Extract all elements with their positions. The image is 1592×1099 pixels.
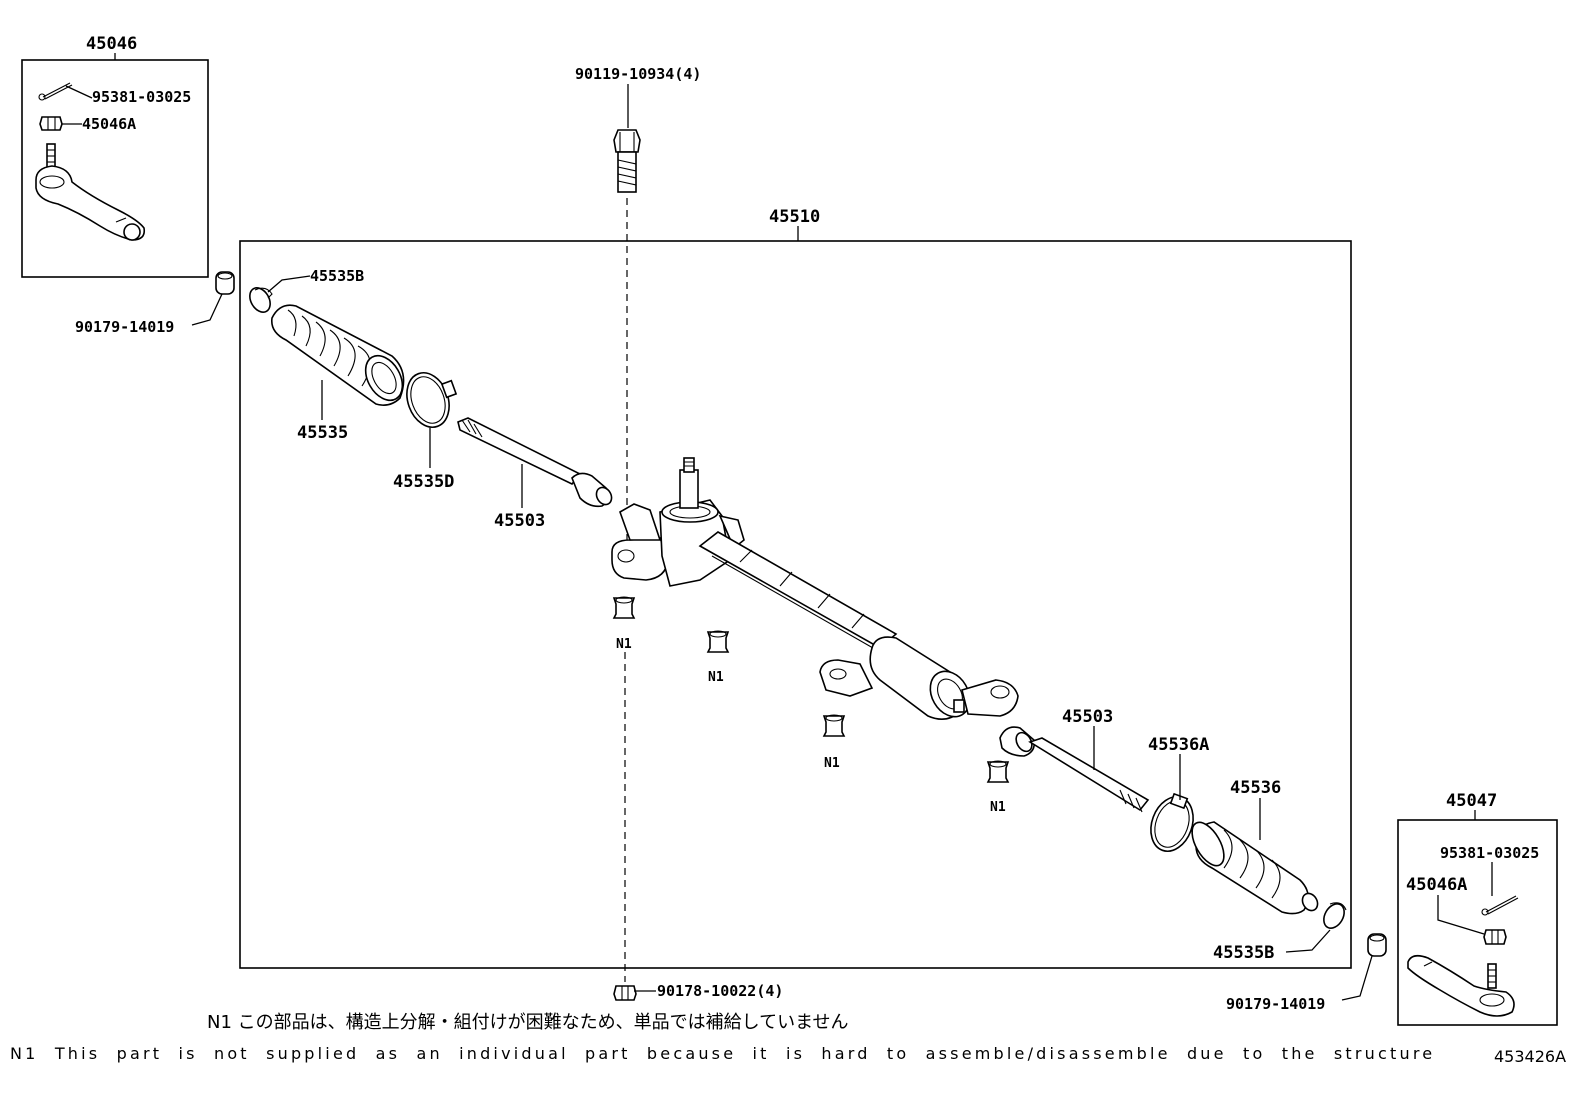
tie-rod-end-rh[interactable] — [1407, 954, 1515, 1017]
label-45503-rh: 45503 — [1062, 707, 1113, 727]
boot-clamp-lh[interactable] — [400, 367, 458, 433]
label-n1-1: N1 — [616, 637, 632, 652]
label-n1-4: N1 — [990, 800, 1006, 815]
label-45536: 45536 — [1230, 778, 1281, 798]
label-90119-10934: 90119-10934(4) — [575, 65, 701, 83]
nut-rh[interactable] — [1483, 929, 1507, 945]
note-japanese: N1 この部品は、構造上分解・組付けが困難なため、単品では補給していません — [207, 1012, 849, 1033]
label-45535D: 45535D — [393, 472, 454, 492]
washer-lh[interactable] — [215, 271, 235, 295]
label-90178-10022: 90178-10022(4) — [657, 982, 783, 1000]
tie-rod-end-lh-group[interactable]: 45046 95381-03025 45046A — [21, 34, 209, 278]
label-45535B-top: 45535B — [310, 267, 364, 285]
bushing-n1-3[interactable] — [822, 714, 846, 737]
label-45535B-bottom: 45535B — [1213, 943, 1274, 963]
bushing-n1-1[interactable] — [612, 596, 636, 619]
tie-rod-end-lh[interactable] — [35, 143, 146, 241]
label-n1-3: N1 — [824, 756, 840, 771]
boot-rh[interactable] — [1186, 817, 1321, 915]
rack-end-lh[interactable] — [457, 417, 615, 508]
washer-rh[interactable] — [1367, 933, 1387, 957]
boot-lh[interactable] — [270, 304, 410, 407]
label-45535: 45535 — [297, 423, 348, 443]
boot-clamp-rh[interactable] — [1144, 791, 1201, 857]
label-45046: 45046 — [86, 34, 137, 54]
tie-rod-end-rh-group[interactable]: 45047 95381-03025 45046A — [1397, 791, 1558, 1026]
nut-lh[interactable] — [39, 116, 63, 131]
label-n1-2: N1 — [708, 670, 724, 685]
boot-clip-lh[interactable] — [246, 284, 275, 316]
label-45503-lh: 45503 — [494, 511, 545, 531]
note-english: N1 This part is not supplied as an indiv… — [10, 1044, 1436, 1063]
label-45047: 45047 — [1446, 791, 1497, 811]
bushing-n1-2[interactable] — [706, 630, 730, 653]
gear-assembly-box — [239, 240, 1352, 969]
label-45046A-rh: 45046A — [1406, 875, 1467, 895]
label-90179-14019-lh: 90179-14019 — [75, 318, 174, 336]
bushing-n1-4[interactable] — [986, 760, 1010, 783]
label-45046A-lh: 45046A — [82, 115, 136, 133]
tie-rod-end-lh-box — [21, 59, 209, 278]
rack-end-rh[interactable] — [999, 726, 1150, 813]
label-95381-03025-rh: 95381-03025 — [1440, 844, 1539, 862]
tie-rod-end-rh-box — [1397, 819, 1558, 1026]
label-95381-03025-lh: 95381-03025 — [92, 88, 191, 106]
label-45510: 45510 — [769, 207, 820, 227]
cotter-pin-rh[interactable] — [1481, 895, 1519, 916]
bolt[interactable] — [613, 129, 641, 193]
bottom-nut[interactable] — [613, 985, 637, 1001]
label-45536A: 45536A — [1148, 735, 1209, 755]
steering-gear-housing[interactable] — [611, 457, 1019, 724]
label-90179-14019-rh: 90179-14019 — [1226, 995, 1325, 1013]
figure-id: 453426A — [1494, 1047, 1567, 1066]
boot-clip-rh[interactable] — [1320, 900, 1349, 932]
cotter-pin-lh[interactable] — [38, 82, 73, 101]
